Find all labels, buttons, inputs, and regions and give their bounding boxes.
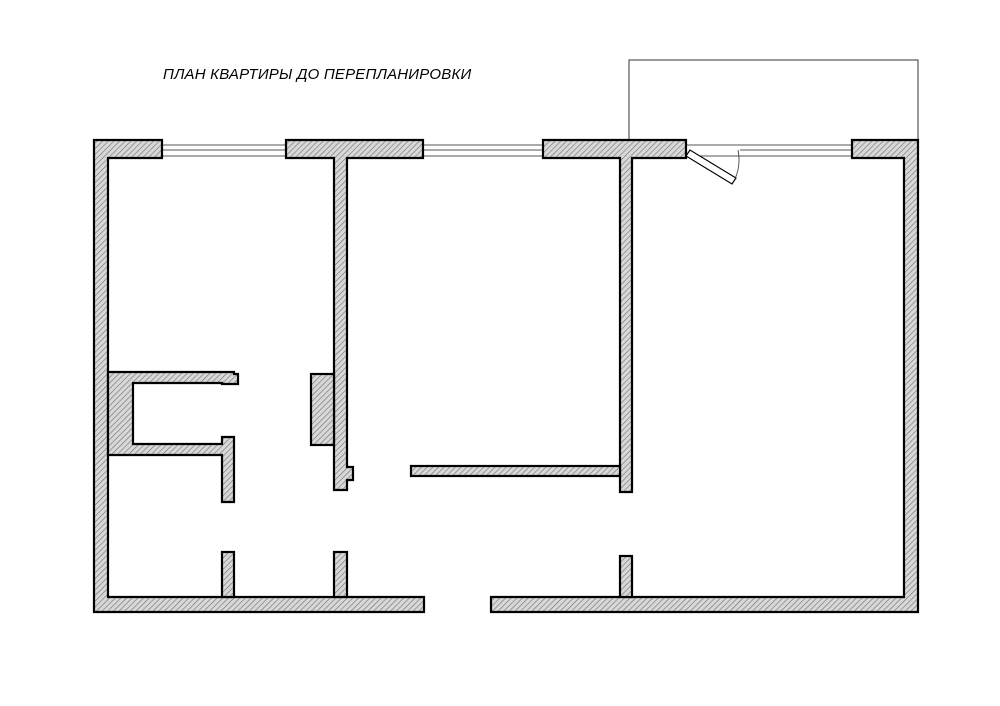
stub-wall-3 xyxy=(618,554,634,599)
top-pier-with-partition-2 xyxy=(541,138,688,494)
ventilation-block xyxy=(309,372,336,447)
stub-wall-1 xyxy=(220,550,236,599)
plan-title: ПЛАН КВАРТИРЫ ДО ПЕРЕПЛАНИРОВКИ xyxy=(163,66,472,83)
window-center xyxy=(423,144,543,157)
window-left xyxy=(162,144,286,157)
top-pier-with-partition-1 xyxy=(284,138,425,492)
balcony-outline xyxy=(628,59,919,140)
window-right xyxy=(740,144,852,157)
room-divider-partition xyxy=(409,464,622,478)
outer-wall-right xyxy=(489,138,920,614)
outer-wall-left xyxy=(92,138,426,614)
bathroom-wall-upper xyxy=(106,370,240,504)
stub-wall-2 xyxy=(332,550,349,599)
balcony-door xyxy=(685,144,740,185)
